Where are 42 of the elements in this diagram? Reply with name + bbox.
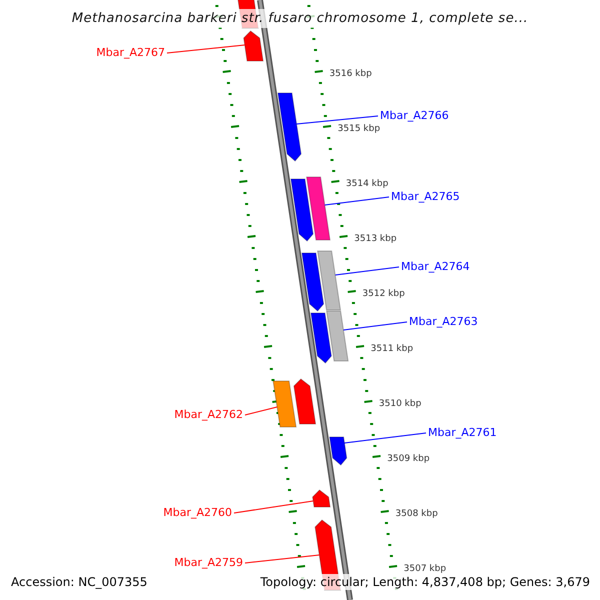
gene-label: Mbar_A2766 [380, 110, 449, 121]
leader-line [244, 406, 278, 416]
scale-label: 3514 kbp [346, 180, 388, 189]
gene-feature [301, 252, 324, 312]
leader-line [344, 432, 426, 444]
leader-line [343, 322, 408, 330]
gene-label: Mbar_A2761 [428, 427, 497, 438]
gene-feature [329, 436, 348, 466]
gene-block [306, 176, 331, 240]
gene-feature [312, 489, 331, 508]
gene-label: Mbar_A2767 [96, 47, 165, 58]
leader-line [324, 196, 390, 206]
scale-label: 3508 kbp [395, 510, 438, 519]
scale-label: 3512 kbp [362, 290, 405, 299]
gene-label: Mbar_A2762 [174, 409, 243, 420]
gene-feature [293, 378, 316, 424]
leader-line [244, 554, 320, 564]
leader-line [334, 266, 400, 276]
gene-feature [310, 312, 332, 364]
scale-label: 3513 kbp [354, 235, 397, 244]
gene-label: Mbar_A2764 [401, 261, 470, 272]
gene-label: Mbar_A2765 [391, 191, 460, 202]
scale-label: 3516 kbp [329, 70, 372, 79]
leader-line [296, 116, 378, 124]
gene-block [272, 380, 297, 428]
gene-label: Mbar_A2763 [409, 316, 478, 327]
gene-label: Mbar_A2760 [163, 507, 232, 518]
gene-block [317, 250, 342, 310]
scale-label: 3509 kbp [387, 455, 430, 464]
gene-label: Mbar_A2759 [174, 557, 243, 568]
gene-feature [277, 92, 302, 162]
scale-label: 3515 kbp [338, 125, 380, 134]
info-text: Topology: circular; Length: 4,837,408 bp; Genes: 3,679 [258, 574, 592, 590]
info-text: Accession: NC_007355 [9, 574, 150, 590]
gene-feature [290, 178, 314, 242]
leader-line [166, 44, 246, 54]
scale-label: 3510 kbp [378, 400, 422, 409]
leader-line [234, 500, 314, 514]
scale-label: 3511 kbp [370, 345, 414, 354]
gene-block [326, 310, 349, 362]
gene-feature [243, 30, 264, 62]
scale-label: 3507 kbp [404, 565, 446, 574]
